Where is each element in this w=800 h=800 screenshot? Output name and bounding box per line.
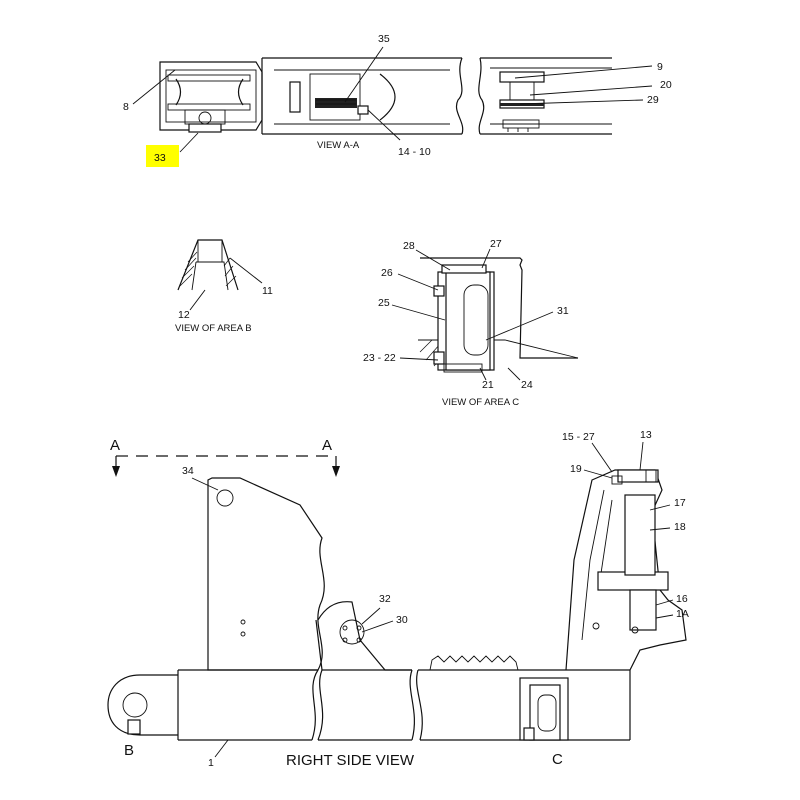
callout-13: 13 bbox=[640, 429, 652, 441]
view-area-b-drawing bbox=[177, 239, 239, 291]
callout-15-27: 15 - 27 bbox=[562, 431, 595, 443]
callout-35: 35 bbox=[378, 33, 390, 45]
right-side-view-drawing bbox=[107, 469, 687, 741]
callout-24: 24 bbox=[521, 379, 533, 391]
caption-view-area-c: VIEW OF AREA C bbox=[442, 397, 519, 408]
callout-11: 11 bbox=[262, 285, 273, 297]
section-mark-b: B bbox=[124, 742, 134, 759]
callout-29: 29 bbox=[647, 94, 659, 106]
callout-27: 27 bbox=[490, 238, 502, 250]
callout-25: 25 bbox=[378, 297, 390, 309]
callout-28: 28 bbox=[403, 240, 415, 252]
view-area-c-drawing bbox=[418, 257, 579, 373]
callout-33: 33 bbox=[154, 152, 166, 164]
callout-20: 20 bbox=[660, 79, 672, 91]
callout-1: 1 bbox=[208, 757, 214, 769]
right-side-view-leaders bbox=[191, 441, 674, 758]
callout-12: 12 bbox=[178, 309, 190, 321]
callout-9: 9 bbox=[657, 61, 663, 73]
caption-right-side-view: RIGHT SIDE VIEW bbox=[286, 752, 415, 769]
callout-32: 32 bbox=[379, 593, 391, 605]
section-line-aa bbox=[112, 455, 340, 477]
caption-view-aa: VIEW A-A bbox=[317, 140, 360, 151]
callout-8: 8 bbox=[123, 101, 129, 113]
callout-33-highlight bbox=[146, 145, 179, 167]
callout-14-10: 14 - 10 bbox=[398, 146, 431, 158]
view-aa-drawing bbox=[159, 57, 612, 135]
view-area-c-leaders bbox=[391, 248, 554, 381]
callout-30: 30 bbox=[396, 614, 408, 626]
callout-18: 18 bbox=[674, 521, 686, 533]
callout-17: 17 bbox=[674, 497, 686, 509]
callout-19: 19 bbox=[570, 463, 582, 475]
section-mark-c: C bbox=[552, 751, 563, 768]
callout-1A: 1A bbox=[676, 608, 689, 620]
section-mark-a-right: A bbox=[322, 437, 332, 454]
caption-view-area-b: VIEW OF AREA B bbox=[175, 323, 252, 334]
callout-31: 31 bbox=[557, 305, 569, 317]
callout-26: 26 bbox=[381, 267, 393, 279]
section-mark-a-left: A bbox=[110, 437, 120, 454]
view-aa-leaders bbox=[132, 46, 653, 153]
callout-21: 21 bbox=[482, 379, 494, 391]
callout-23-22: 23 - 22 bbox=[363, 352, 396, 364]
callout-16: 16 bbox=[676, 593, 688, 605]
callout-34: 34 bbox=[182, 465, 194, 477]
